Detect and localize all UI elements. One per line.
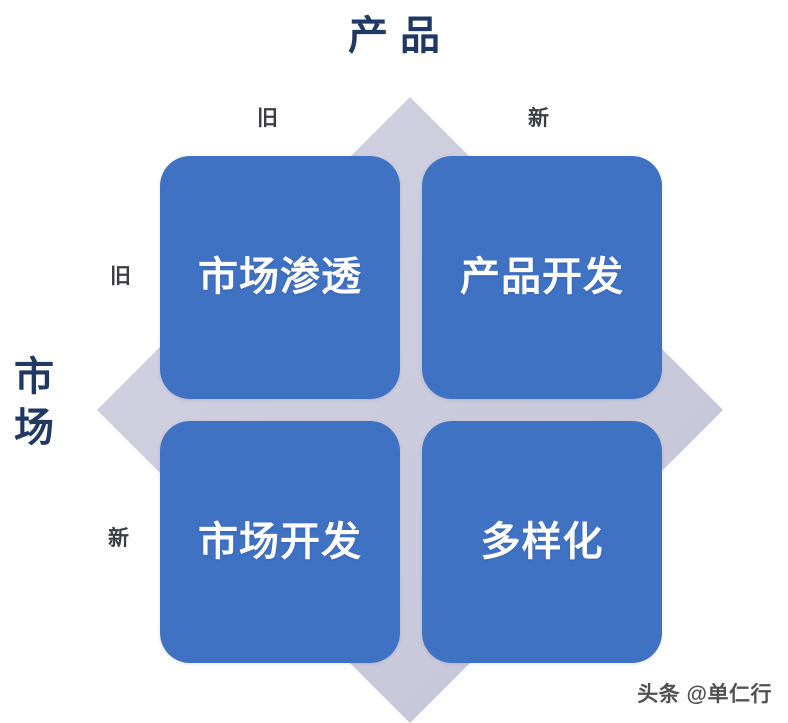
quadrant-diversification[interactable]: 多样化 [422,420,662,663]
market-axis-title-char-2: 场 [14,406,54,451]
quadrant-market-penetration[interactable]: 市场渗透 [160,156,400,399]
product-axis-tick-old: 旧 [257,107,278,130]
quadrant-label: 产品开发 [460,255,624,300]
quadrant-label: 市场渗透 [198,255,362,300]
market-axis-title-char-1: 市 [14,355,54,399]
quadrant-label: 市场开发 [198,519,362,564]
quadrant-grid: 市场渗透 产品开发 市场开发 多样化 [160,156,662,663]
watermark: 头条 @单仁行 [637,683,772,706]
product-axis-title: 产品 [348,14,452,58]
quadrant-market-development[interactable]: 市场开发 [160,420,400,663]
market-axis-tick-new: 新 [108,527,129,550]
market-axis-title: 市 场 [6,352,62,454]
product-axis-tick-new: 新 [528,107,549,130]
market-axis-tick-old: 旧 [110,265,131,288]
quadrant-product-development[interactable]: 产品开发 [422,156,662,399]
quadrant-label: 多样化 [480,519,604,564]
